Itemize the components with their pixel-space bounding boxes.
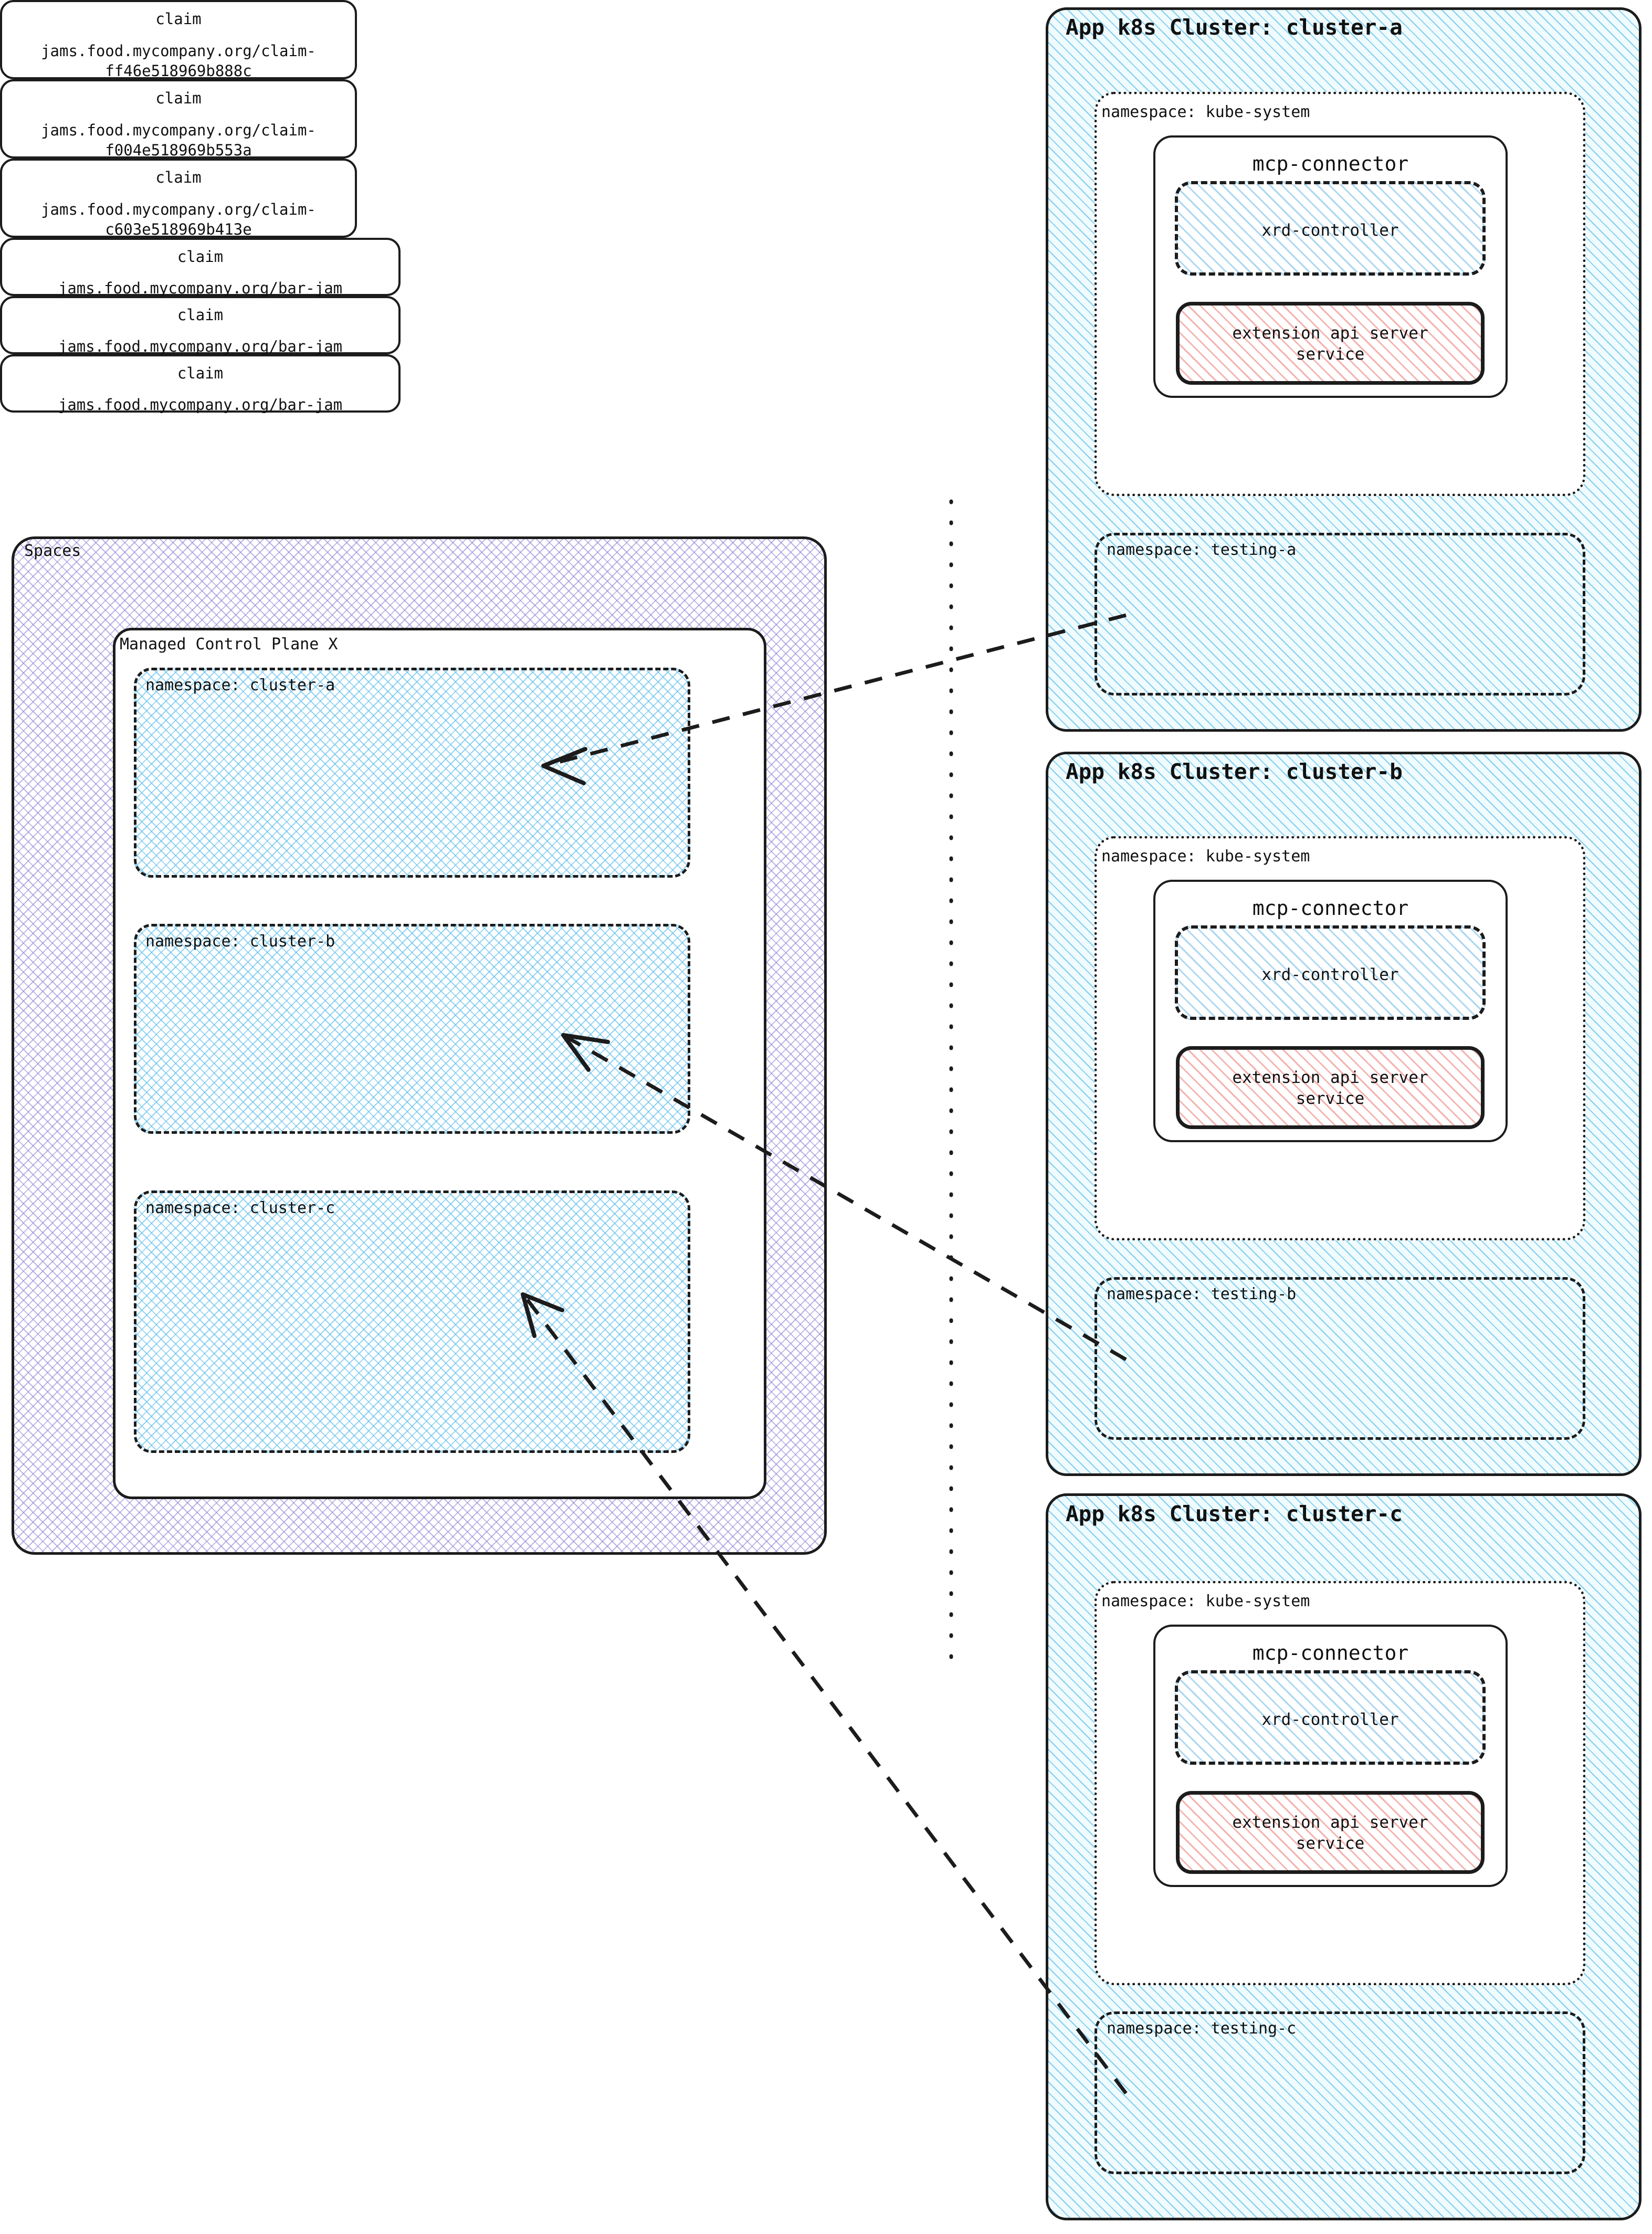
cluster-c-mcp-connector-title: mcp-connector	[1252, 1641, 1409, 1664]
claim-ref-testing-b: jams.food.mycompany.org/bar-jam	[58, 337, 343, 355]
cluster-a-title: App k8s Cluster: cluster-a	[1066, 15, 1403, 40]
namespace-cluster-c-title: namespace: cluster-c	[145, 1199, 335, 1217]
cluster-b-testing-title: namespace: testing-b	[1107, 1285, 1297, 1303]
claim-kind-cluster-b: claim	[155, 89, 202, 108]
cluster-c-extension-api-server	[1176, 1791, 1485, 1874]
managed-control-plane-title: Managed Control Plane X	[120, 635, 338, 654]
namespace-cluster-a-title: namespace: cluster-a	[145, 676, 335, 694]
claim-kind-cluster-c: claim	[155, 168, 202, 187]
cluster-b-extension-api-server	[1176, 1046, 1485, 1129]
claim-box-testing-a[interactable]: claim jams.food.mycompany.org/bar-jam	[0, 235, 401, 299]
cluster-c-kube-system-title: namespace: kube-system	[1101, 1592, 1310, 1610]
cluster-c-xrd-controller-label: xrd-controller	[1261, 1710, 1399, 1729]
claim-box-testing-b[interactable]: claim jams.food.mycompany.org/bar-jam	[0, 293, 401, 357]
cluster-a-kube-system-title: namespace: kube-system	[1101, 103, 1310, 121]
cluster-b-extension-api-server-label: extension api server service	[1232, 1068, 1428, 1109]
cluster-a-xrd-controller	[1175, 181, 1486, 276]
cluster-a-extension-api-server-label: extension api server service	[1232, 324, 1428, 364]
claim-box-cluster-a[interactable]: claim jams.food.mycompany.org/claim- ff4…	[0, 0, 357, 81]
claim-text-cluster-b: claim jams.food.mycompany.org/claim- f00…	[41, 77, 316, 161]
claim-text-cluster-c: claim jams.food.mycompany.org/claim- c60…	[41, 156, 316, 240]
cluster-c-title: App k8s Cluster: cluster-c	[1066, 1501, 1403, 1526]
namespace-cluster-b	[134, 924, 690, 1134]
claim-text-cluster-a: claim jams.food.mycompany.org/claim- ff4…	[41, 0, 316, 81]
cluster-b-title: App k8s Cluster: cluster-b	[1066, 759, 1403, 784]
claim-text-testing-a: claim jams.food.mycompany.org/bar-jam	[58, 235, 342, 299]
claim-box-testing-c[interactable]: claim jams.food.mycompany.org/bar-jam	[0, 352, 401, 415]
claim-text-testing-b: claim jams.food.mycompany.org/bar-jam	[58, 293, 342, 357]
cluster-b-kube-system-title: namespace: kube-system	[1101, 847, 1310, 866]
cluster-c-testing-title: namespace: testing-c	[1107, 2019, 1297, 2038]
cluster-b-mcp-connector-title: mcp-connector	[1252, 897, 1409, 920]
cluster-a-extension-api-server	[1176, 302, 1485, 385]
namespace-cluster-a	[134, 668, 690, 878]
claim-text-testing-c: claim jams.food.mycompany.org/bar-jam	[58, 352, 342, 415]
claim-kind-cluster-a: claim	[155, 10, 202, 28]
claim-box-cluster-b[interactable]: claim jams.food.mycompany.org/claim- f00…	[0, 79, 357, 159]
cluster-c-extension-api-server-label: extension api server service	[1232, 1813, 1428, 1853]
namespace-cluster-b-title: namespace: cluster-b	[145, 932, 335, 951]
cluster-a-mcp-connector-title: mcp-connector	[1252, 152, 1409, 175]
cluster-a-testing-title: namespace: testing-a	[1107, 541, 1297, 559]
cluster-c-xrd-controller	[1175, 1670, 1486, 1765]
cluster-b-xrd-controller	[1175, 925, 1486, 1020]
claim-kind-testing-b: claim	[177, 305, 224, 324]
claim-kind-testing-c: claim	[177, 364, 224, 382]
spaces-title: Spaces	[24, 542, 81, 560]
claim-ref-cluster-a: jams.food.mycompany.org/claim- ff46e5189…	[41, 41, 316, 80]
claim-ref-testing-c: jams.food.mycompany.org/bar-jam	[58, 395, 343, 414]
cluster-a-xrd-controller-label: xrd-controller	[1261, 221, 1399, 240]
claim-ref-cluster-b: jams.food.mycompany.org/claim- f004e5189…	[41, 121, 316, 160]
claim-ref-cluster-c: jams.food.mycompany.org/claim- c603e5189…	[41, 200, 316, 239]
namespace-cluster-c	[134, 1190, 690, 1453]
claim-box-cluster-c[interactable]: claim jams.food.mycompany.org/claim- c60…	[0, 159, 357, 238]
cluster-b-xrd-controller-label: xrd-controller	[1261, 965, 1399, 984]
claim-ref-testing-a: jams.food.mycompany.org/bar-jam	[58, 279, 343, 297]
claim-kind-testing-a: claim	[177, 247, 224, 266]
